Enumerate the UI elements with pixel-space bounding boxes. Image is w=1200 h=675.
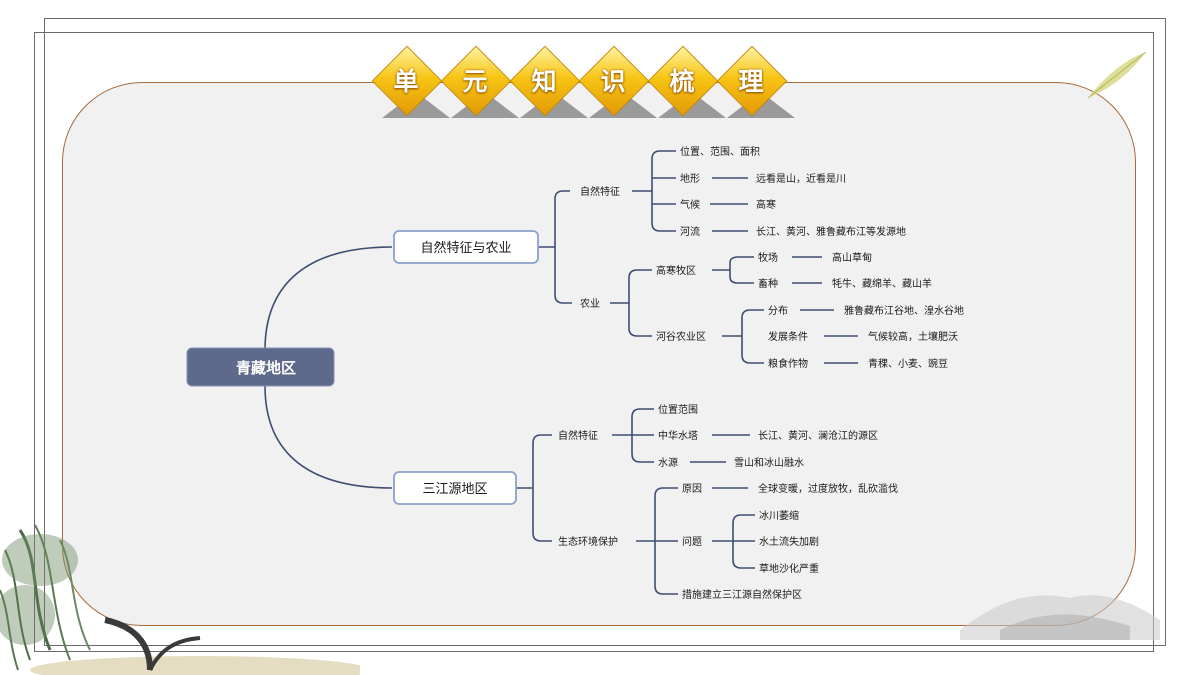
bamboo-leaf-decoration xyxy=(1087,51,1147,99)
node-crops-detail: 青稞、小麦、豌豆 xyxy=(868,357,948,370)
banner-char: 知 xyxy=(531,67,557,96)
banner-tile: 元 xyxy=(439,44,519,118)
banner-char: 理 xyxy=(738,67,764,96)
node-pasture-area: 高寒牧区 xyxy=(656,264,696,277)
banner-tile: 理 xyxy=(715,44,795,118)
node-conditions: 发展条件 xyxy=(768,330,808,343)
node-cause-detail: 全球变暖，过度放牧，乱砍滥伐 xyxy=(758,482,898,495)
node-problem-item: 冰川萎缩 xyxy=(759,509,799,522)
branch-label-sanjiangyuan: 三江源地区 xyxy=(422,482,487,497)
banner-char: 元 xyxy=(462,67,488,96)
banner-tile: 知 xyxy=(508,44,588,118)
outer-frame xyxy=(44,18,1166,646)
node-rivers-detail: 长江、黄河、雅鲁藏布江等发源地 xyxy=(756,225,906,238)
mountain-decoration xyxy=(960,595,1160,640)
node-nature-features: 自然特征 xyxy=(580,185,620,198)
banner-tile: 识 xyxy=(577,44,657,118)
node-water-tower-detail: 长江、黄河、澜沧江的源区 xyxy=(758,429,878,442)
node-agriculture: 农业 xyxy=(580,297,600,310)
banner-char: 梳 xyxy=(669,67,695,96)
banner-tile: 单 xyxy=(370,44,450,118)
node-water-tower: 中华水塔 xyxy=(658,429,698,442)
node-distribution: 分布 xyxy=(768,305,788,317)
node-eco-protection: 生态环境保护 xyxy=(558,535,618,548)
connector-lines xyxy=(264,150,858,595)
node-problem: 问题 xyxy=(682,535,702,548)
branch-box-sanjiangyuan xyxy=(393,471,517,505)
node-problem-item: 水土流失加剧 xyxy=(759,535,819,548)
node-rivers: 河流 xyxy=(680,225,700,238)
node-water-source: 水源 xyxy=(658,456,678,469)
node-livestock-detail: 牦牛、藏绵羊、藏山羊 xyxy=(832,277,932,290)
node-measure: 措施建立三江源自然保护区 xyxy=(682,588,802,601)
banner-char: 单 xyxy=(393,67,419,96)
node-water-source-detail: 雪山和冰山融水 xyxy=(734,456,804,469)
branch-label-nature-agri: 自然特征与农业 xyxy=(420,240,511,256)
node-terrain: 地形 xyxy=(680,172,700,185)
banner-char: 识 xyxy=(600,67,626,96)
title-banner: 单 元 知 识 梳 理 xyxy=(370,44,795,124)
node-sjy-nature: 自然特征 xyxy=(558,429,598,442)
node-livestock: 畜种 xyxy=(758,277,778,290)
node-problem-item: 草地沙化严重 xyxy=(759,562,819,575)
root-label: 青藏地区 xyxy=(236,359,296,377)
node-distribution-detail: 雅鲁藏布江谷地、湟水谷地 xyxy=(844,304,964,317)
node-climate: 气候 xyxy=(680,198,700,211)
node-pasture-detail: 高山草甸 xyxy=(832,251,872,264)
willow-tree-decoration xyxy=(0,524,360,675)
node-location: 位置、范围、面积 xyxy=(680,145,760,158)
inner-frame xyxy=(34,32,1154,652)
node-pasture: 牧场 xyxy=(758,251,778,264)
root-node xyxy=(186,347,335,387)
branch-box-nature-agri xyxy=(393,230,539,264)
node-sjy-location: 位置范围 xyxy=(658,403,698,416)
banner-tile: 梳 xyxy=(646,44,726,118)
node-conditions-detail: 气候较高，土壤肥沃 xyxy=(868,330,958,343)
node-cause: 原因 xyxy=(682,483,702,495)
node-valley-farming: 河谷农业区 xyxy=(656,330,706,343)
node-crops: 粮食作物 xyxy=(768,357,808,370)
node-terrain-detail: 远看是山，近看是川 xyxy=(756,172,846,185)
node-climate-detail: 高寒 xyxy=(756,198,776,211)
